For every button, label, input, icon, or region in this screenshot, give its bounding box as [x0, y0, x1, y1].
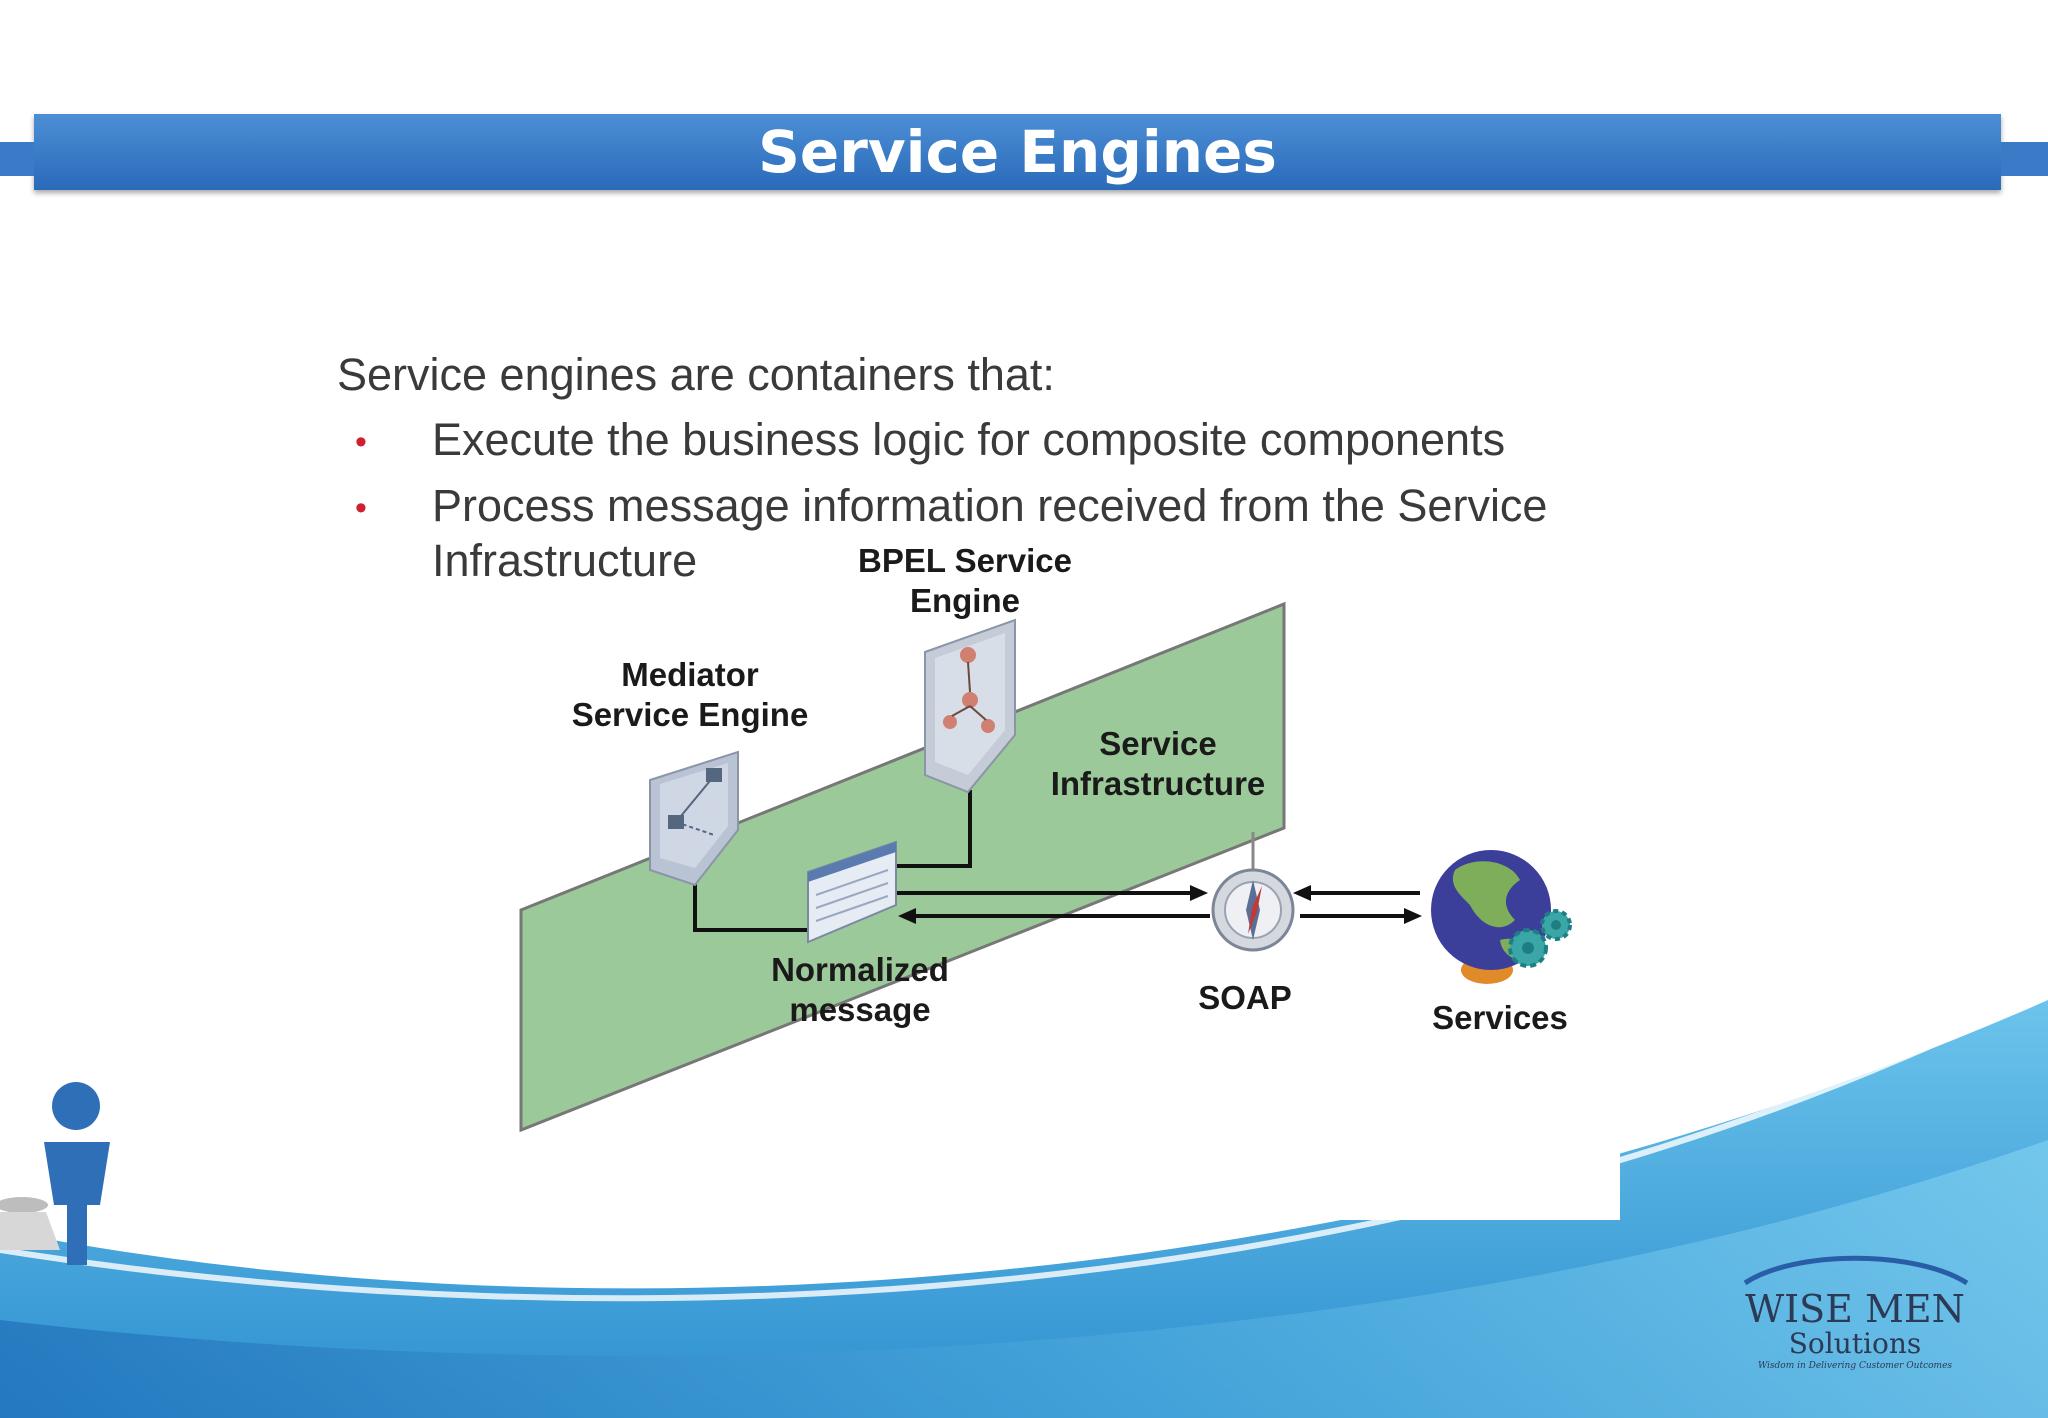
title-bar-left-tab — [0, 142, 34, 176]
service-infrastructure-label: Service Infrastructure — [1038, 724, 1278, 804]
service-infrastructure-label-line2: Infrastructure — [1050, 765, 1266, 802]
arrowhead — [898, 908, 916, 924]
normalized-message-icon — [807, 840, 897, 944]
bullet-1: Execute the business logic for composite… — [432, 414, 1506, 465]
logo-arc — [1743, 1255, 1969, 1285]
bpel-engine-label-line1: BPEL Service — [857, 542, 1073, 579]
normalized-message-label: Normalized message — [750, 950, 970, 1030]
bullet-marker: • — [355, 489, 367, 527]
bpel-engine-icon — [924, 618, 1016, 794]
intro-text: Service engines are containers that: — [337, 349, 1055, 400]
soap-label: SOAP — [1198, 979, 1292, 1016]
bullet-2: Process message information received fro… — [432, 480, 1548, 531]
mediator-engine-icon — [649, 750, 739, 887]
title-bar: Service Engines — [0, 114, 2048, 190]
slide-title: Service Engines — [758, 118, 1277, 186]
services-globe-icon — [1431, 850, 1572, 984]
normalized-message-label-line1: Normalized — [771, 951, 949, 988]
bpel-connector — [895, 790, 972, 868]
bpel-engine-label-line2: Engine — [909, 582, 1020, 619]
mediator-engine-label-line1: Mediator — [621, 656, 759, 693]
mediator-engine-label-line2: Service Engine — [571, 696, 809, 733]
bpel-engine-label: BPEL Service Engine — [840, 541, 1090, 621]
soap-icon — [1211, 868, 1295, 952]
arrowhead — [1404, 908, 1422, 924]
arrowhead — [1293, 885, 1311, 901]
service-infrastructure-label-line1: Service — [1099, 725, 1217, 762]
normalized-message-label-line2: message — [789, 991, 931, 1028]
logo-subtitle: Solutions — [1788, 1327, 1922, 1360]
arrowhead — [1190, 885, 1208, 901]
bullet-2-continued: Infrastructure — [432, 535, 698, 586]
services-label: Services — [1432, 999, 1568, 1036]
logo-tagline: Wisdom in Delivering Customer Outcomes — [1757, 1361, 1953, 1371]
title-bar-right-tab — [2001, 142, 2048, 176]
mediator-connector — [693, 880, 810, 932]
logo-name: WISE MEN — [1745, 1287, 1965, 1331]
mediator-engine-label: Mediator Service Engine — [540, 655, 840, 735]
company-logo: WISE MEN Solutions Wisdom in Delivering … — [1735, 1245, 1975, 1375]
bullet-marker: • — [355, 423, 367, 461]
